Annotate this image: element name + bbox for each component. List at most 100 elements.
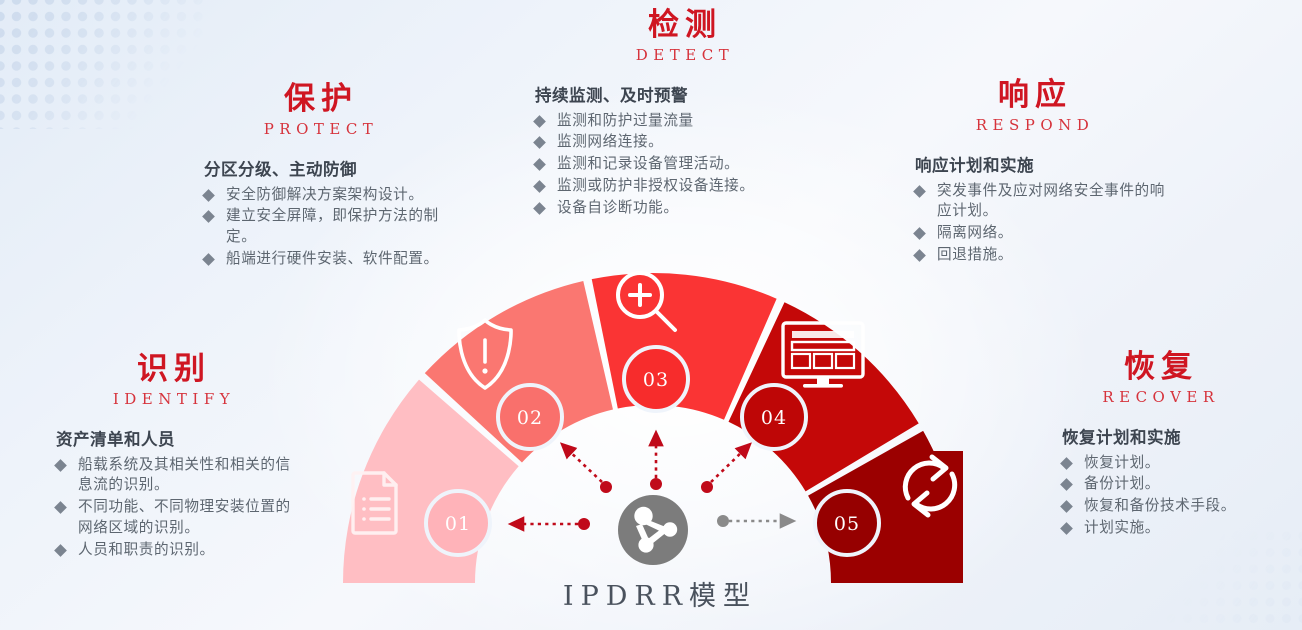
step-badge-05[interactable]: 05 — [813, 489, 881, 557]
list-item: 设备自诊断功能。 — [533, 198, 835, 219]
respond-subtitle: 响应计划和实施 — [915, 155, 1034, 175]
list-item: 隔离网络。 — [913, 223, 1165, 244]
identify-subtitle: 资产清单和人员 — [56, 429, 175, 449]
decorative-dot-grid-bottom-right — [1132, 530, 1302, 630]
list-item: 人员和职责的识别。 — [54, 540, 300, 561]
diamond-bullet-icon — [202, 188, 215, 202]
panel-detect: 检测 DETECT 持续监测、及时预警 监测和防护过量流量 监测网络连接。 监测… — [533, 7, 835, 219]
diamond-bullet-icon — [202, 253, 215, 266]
diamond-bullet-icon — [533, 180, 546, 193]
protect-subtitle: 分区分级、主动防御 — [204, 159, 357, 179]
diamond-bullet-icon — [533, 158, 546, 172]
hub-circle — [618, 495, 688, 565]
diamond-bullet-icon — [54, 501, 67, 515]
list-item: 船载系统及其相关性和相关的信息流的识别。 — [54, 455, 300, 496]
list-item-text: 备份计划。 — [1084, 476, 1160, 493]
step-number-01: 01 — [445, 513, 471, 535]
network-share-icon — [634, 506, 678, 553]
list-item: 监测和防护过量流量 — [533, 111, 835, 132]
diamond-bullet-icon — [1060, 456, 1073, 470]
diamond-bullet-icon — [202, 210, 215, 224]
refresh-cycle-icon — [902, 454, 958, 518]
list-item-text: 恢复和备份技术手段。 — [1084, 498, 1236, 515]
list-item-text: 监测或防护非授权设备连接。 — [557, 177, 755, 194]
arrow-to-02 — [559, 442, 603, 483]
step-number-03: 03 — [643, 369, 669, 391]
seg-recover[interactable] — [808, 430, 963, 583]
step-badges: 01 02 03 04 05 — [424, 345, 881, 557]
seg-respond[interactable] — [728, 302, 919, 492]
list-item-text: 突发事件及应对网络安全事件的响应计划。 — [937, 182, 1165, 220]
detect-subtitle: 持续监测、及时预警 — [535, 85, 688, 105]
list-item: 建立安全屏障，即保护方法的制定。 — [202, 206, 446, 247]
seg-protect[interactable] — [424, 280, 613, 463]
panel-protect: 保护 PROTECT 分区分级、主动防御 安全防御解决方案架构设计。 建立安全屏… — [196, 82, 446, 271]
diamond-bullet-icon — [1060, 522, 1073, 535]
arc-ring — [343, 273, 963, 583]
identify-title-en: IDENTIFY — [112, 389, 236, 408]
connector-dot — [578, 518, 590, 530]
hub[interactable] — [618, 495, 688, 565]
step-number-05: 05 — [834, 513, 860, 535]
list-item-text: 回退措施。 — [937, 246, 1013, 263]
seg-identify[interactable] — [343, 379, 519, 583]
list-item: 安全防御解决方案架构设计。 — [202, 185, 446, 206]
list-item-text: 不同功能、不同物理安装位置的网络区域的识别。 — [78, 499, 291, 536]
detect-title-cn: 检测 — [648, 7, 722, 43]
recover-title-en: RECOVER — [1102, 387, 1220, 406]
list-item-text: 监测和记录设备管理活动。 — [557, 156, 740, 173]
document-list-icon — [351, 471, 398, 535]
diamond-bullet-icon — [54, 543, 67, 557]
list-item-text: 隔离网络。 — [937, 225, 1013, 242]
recover-title-cn: 恢复 — [1124, 349, 1198, 385]
connector-dot — [701, 481, 713, 493]
step-number-02: 02 — [517, 407, 543, 429]
diamond-bullet-icon — [54, 458, 67, 472]
list-item: 恢复和备份技术手段。 — [1060, 496, 1292, 517]
list-item-text: 计划实施。 — [1084, 519, 1160, 536]
list-item-text: 监测网络连接。 — [557, 134, 664, 151]
list-item-text: 监测和防护过量流量 — [557, 112, 694, 129]
diamond-bullet-icon — [1060, 500, 1073, 514]
arrow-to-04 — [710, 442, 752, 483]
step-badge-03[interactable]: 03 — [622, 345, 690, 413]
list-item-text: 人员和职责的识别。 — [78, 541, 215, 558]
respond-title-cn: 响应 — [998, 77, 1072, 113]
list-item: 回退措施。 — [913, 245, 1165, 266]
diamond-bullet-icon — [913, 249, 926, 262]
diamond-bullet-icon — [533, 201, 546, 215]
detect-bullet-list: 监测和防护过量流量 监测网络连接。 监测和记录设备管理活动。 监测或防护非授权设… — [533, 111, 835, 219]
step-number-04: 04 — [761, 407, 787, 429]
list-item: 监测网络连接。 — [533, 132, 835, 153]
monitor-dashboard-icon — [781, 321, 865, 388]
seg-recover-corner — [901, 451, 963, 583]
protect-bullet-list: 安全防御解决方案架构设计。 建立安全屏障，即保护方法的制定。 船端进行硬件安装、… — [202, 185, 446, 270]
list-item-text: 设备自诊断功能。 — [557, 199, 679, 216]
arc-ring-clean — [285, 230, 1025, 590]
list-item-text: 建立安全屏障，即保护方法的制定。 — [226, 208, 439, 246]
recover-bullet-list: 恢复计划。 备份计划。 恢复和备份技术手段。 计划实施。 — [1060, 453, 1292, 539]
protect-title-en: PROTECT — [263, 119, 379, 138]
panel-respond: 响应 RESPOND 响应计划和实施 突发事件及应对网络安全事件的响应计划。 隔… — [905, 78, 1165, 267]
list-item: 不同功能、不同物理安装位置的网络区域的识别。 — [54, 497, 300, 538]
step-badge-02[interactable]: 02 — [496, 383, 564, 451]
step-badge-01[interactable]: 01 — [424, 489, 492, 557]
connector-arrows — [507, 429, 797, 532]
connector-dot — [600, 481, 612, 493]
list-item: 恢复计划。 — [1060, 453, 1292, 474]
panel-identify: 识别 IDENTIFY 资产清单和人员 船载系统及其相关性和相关的信息流的识别。… — [48, 352, 300, 561]
seg-recover-foot — [923, 430, 963, 583]
diamond-bullet-icon — [533, 114, 546, 128]
magnifier-plus-icon — [616, 271, 677, 332]
step-badge-04[interactable]: 04 — [740, 383, 808, 451]
seg-detect[interactable] — [591, 273, 777, 420]
list-item: 监测和记录设备管理活动。 — [533, 154, 835, 175]
list-item-text: 船载系统及其相关性和相关的信息流的识别。 — [78, 456, 291, 494]
diamond-bullet-icon — [533, 136, 546, 150]
list-item: 计划实施。 — [1060, 518, 1292, 539]
list-item: 突发事件及应对网络安全事件的响应计划。 — [913, 181, 1165, 222]
connector-dot — [650, 478, 662, 490]
detect-title-en: DETECT — [635, 45, 735, 64]
respond-title-en: RESPOND — [975, 115, 1095, 134]
recover-subtitle: 恢复计划和实施 — [1062, 427, 1181, 447]
